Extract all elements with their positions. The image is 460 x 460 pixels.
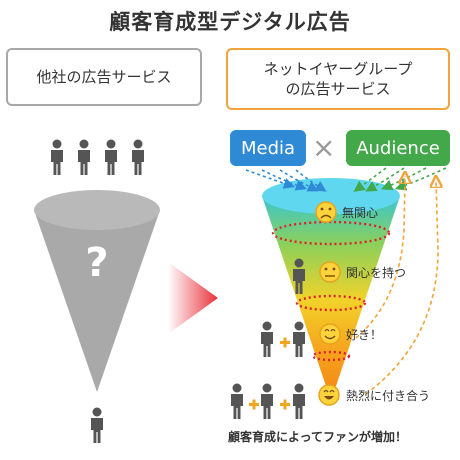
person-icon — [51, 139, 63, 175]
bottom-caption: 顧客育成によってファンが増加！ — [228, 430, 408, 444]
netyear-ad-service-box: ネットイヤーグループ の広告サービス — [226, 48, 450, 110]
person-icon — [231, 383, 243, 419]
audience-pill: Audience — [346, 130, 450, 166]
question-mark-icon: ? — [85, 240, 108, 286]
person-icon — [78, 139, 90, 175]
left-top-people — [51, 139, 144, 175]
person-icon — [261, 383, 273, 419]
person-icon — [261, 321, 273, 357]
person-icon — [293, 321, 305, 357]
plus-icons — [249, 337, 290, 410]
competitor-ad-service-box: 他社の広告サービス — [6, 48, 202, 106]
netyear-ad-service-line1: ネットイヤーグループ — [263, 60, 413, 78]
smile-face-icon — [319, 323, 341, 345]
person-icon — [293, 383, 305, 419]
media-label: Media — [240, 137, 296, 159]
feedback-arrows — [355, 176, 438, 395]
competitor-ad-service-label: 他社の広告サービス — [36, 68, 172, 86]
plus-icon — [280, 399, 290, 410]
happy-face-icon — [318, 384, 340, 406]
stage-label-devoted: 熱烈に付き合う — [346, 389, 431, 403]
netyear-ad-service-line2: の広告サービス — [285, 80, 391, 98]
stage-label-interested: 関心を持つ — [346, 266, 407, 280]
gray-funnel-top — [34, 190, 160, 230]
media-arrows — [245, 169, 327, 192]
color-funnel — [262, 186, 400, 394]
plus-icon — [249, 399, 259, 410]
audience-label: Audience — [356, 137, 440, 159]
media-pill: Media — [230, 130, 306, 166]
gray-funnel — [34, 196, 160, 392]
person-icon — [132, 139, 144, 175]
times-icon: × — [312, 131, 336, 164]
page-title: 顧客育成型デジタル広告 — [109, 10, 351, 34]
plus-icon — [280, 337, 290, 348]
neutral-face-icon — [319, 261, 341, 283]
frown-face-icon — [315, 201, 337, 223]
left-bottom-person — [91, 407, 103, 443]
person-icon — [91, 407, 103, 443]
big-arrow-icon — [168, 262, 218, 334]
stage-rings — [271, 220, 391, 362]
stage-label-indifferent: 無関心 — [342, 206, 379, 220]
person-icon — [105, 139, 117, 175]
stage-label-like: 好き！ — [346, 328, 383, 342]
